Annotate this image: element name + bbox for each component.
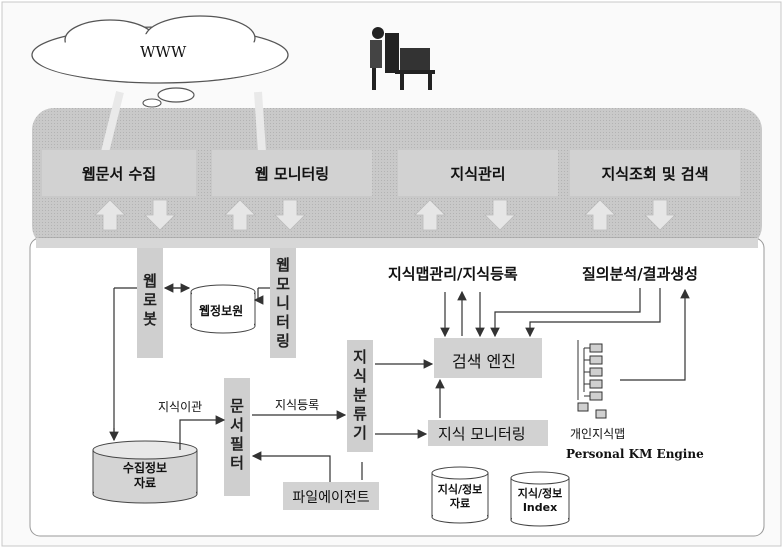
- search-engine-box: [434, 338, 542, 378]
- classifier-bar: [347, 340, 373, 452]
- file-agent-box: [283, 482, 379, 510]
- collected-info-line1: 수집정보: [122, 461, 168, 475]
- upper-platform: [32, 108, 762, 248]
- www-cloud: [31, 15, 289, 108]
- collected-info-label: 수집정보 자료: [93, 461, 197, 491]
- web-info-source-cylinder: [190, 284, 256, 334]
- knowledge-map-mgmt-label: 지식맵관리/지식등록: [388, 265, 518, 283]
- flow-lines: [109, 283, 690, 482]
- knowledge-data-line2: 자료: [449, 497, 471, 510]
- web-doc-collection-label: 웹문서 수집: [81, 164, 157, 183]
- personal-km-engine-label: Personal KM Engine: [566, 447, 704, 461]
- knowledge-data-line1: 지식/정보: [437, 483, 483, 496]
- knowledge-monitoring-box: [428, 420, 548, 446]
- search-engine-label: 검색 엔진: [452, 352, 516, 371]
- knowledge-data-label: 지식/정보 자료: [432, 483, 488, 511]
- users-at-computer-icon: [370, 27, 435, 90]
- knowledge-search-label: 지식조회 및 검색: [601, 164, 709, 183]
- knowledge-monitoring-label: 지식 모니터링: [438, 425, 526, 443]
- knowledge-management-label: 지식관리: [450, 164, 506, 183]
- knowledge-index-cylinder: [510, 471, 570, 527]
- doc-filter-bar: [224, 378, 250, 496]
- file-agent-label: 파일에이전트: [292, 490, 370, 506]
- platform-edge: [36, 238, 758, 248]
- web-monitoring-box: 웹 모니터링: [212, 150, 372, 196]
- knowledge-data-cylinder: [431, 466, 489, 524]
- web-info-source-label: 웹정보원: [199, 304, 244, 318]
- web-doc-collection-box: 웹문서 수집: [42, 150, 196, 196]
- knowledge-index-line1: 지식/정보: [517, 487, 563, 500]
- www-label: WWW: [140, 43, 187, 61]
- knowledge-management-box: 지식관리: [398, 150, 558, 196]
- knowledge-register-label: 지식등록: [275, 398, 320, 412]
- web-monitoring-bar: [270, 248, 296, 358]
- knowledge-index-label: 지식/정보 Index: [511, 487, 569, 515]
- connector-arrows: [94, 199, 676, 231]
- collected-info-cylinder: [92, 440, 198, 504]
- personal-knowledge-map-icon: [577, 340, 607, 419]
- collected-info-line2: 자료: [133, 476, 157, 490]
- web-robot-bar: [137, 248, 163, 358]
- knowledge-transfer-label: 지식이관: [158, 400, 203, 414]
- web-monitoring-label: 웹 모니터링: [254, 164, 330, 183]
- knowledge-index-line2: Index: [522, 501, 558, 514]
- personal-map-label: 개인지식맵: [570, 427, 626, 441]
- knowledge-search-box: 지식조회 및 검색: [570, 150, 740, 196]
- query-analysis-label: 질의분석/결과생성: [582, 265, 698, 283]
